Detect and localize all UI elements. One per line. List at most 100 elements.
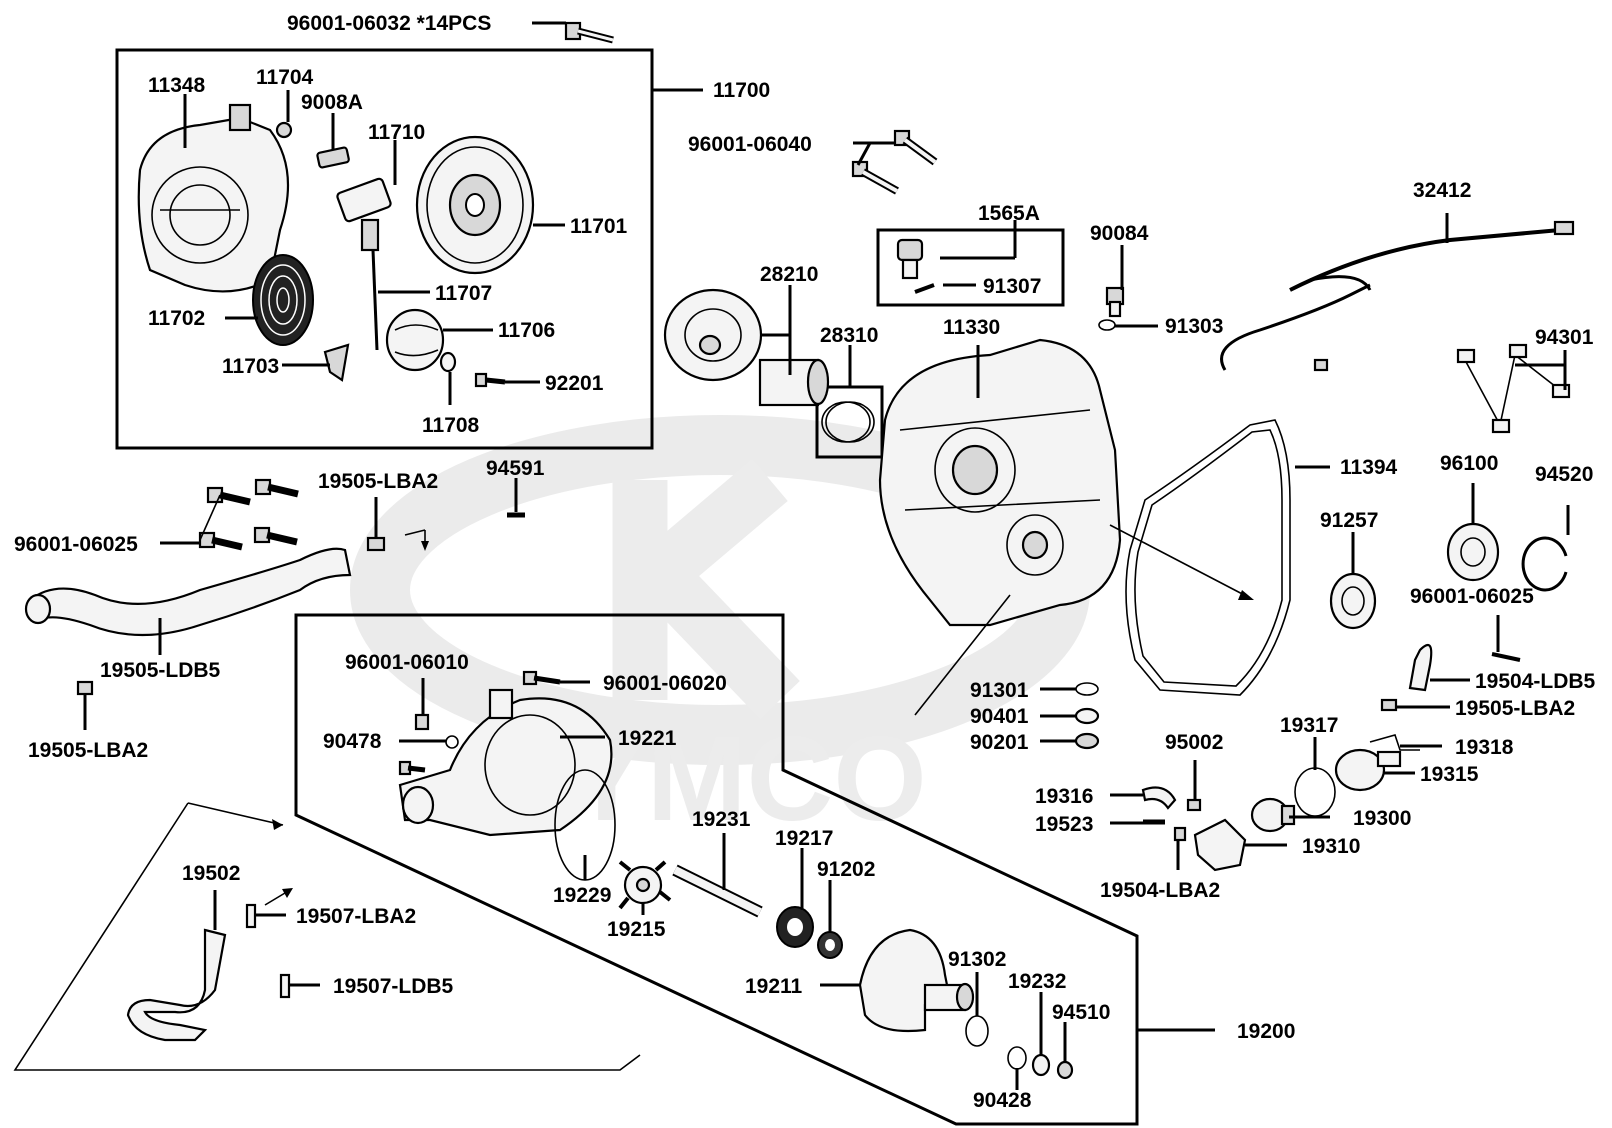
rope-11707-drawing bbox=[371, 249, 379, 351]
label-19217: 19217 bbox=[775, 827, 833, 850]
clamp-95002-drawing bbox=[1186, 798, 1202, 812]
hose-19505-LDB5-drawing bbox=[24, 547, 352, 637]
group-box-1565A bbox=[876, 228, 1065, 307]
label-96001-06025-right: 96001-06025 bbox=[1410, 585, 1534, 608]
label-91202: 91202 bbox=[817, 858, 875, 881]
label-19232: 19232 bbox=[1008, 970, 1066, 993]
bolt-96001-06032-drawing bbox=[564, 21, 614, 44]
label-90084: 90084 bbox=[1090, 222, 1149, 245]
label-94510: 94510 bbox=[1052, 1001, 1110, 1024]
label-90478: 90478 bbox=[323, 730, 382, 753]
bolts-96001-06040-drawing bbox=[851, 129, 938, 195]
label-9008A: 9008A bbox=[301, 91, 363, 114]
label-1565A: 1565A bbox=[978, 202, 1040, 225]
nut-11704-drawing bbox=[275, 121, 293, 139]
label-11704: 11704 bbox=[256, 66, 314, 89]
hose-19502-drawing bbox=[126, 928, 227, 1042]
label-28310: 28310 bbox=[820, 324, 878, 347]
shaft-19231-drawing bbox=[672, 864, 763, 918]
label-11702: 11702 bbox=[148, 307, 205, 330]
label-19200: 19200 bbox=[1237, 1020, 1295, 1043]
dampers-94301-drawing bbox=[1456, 343, 1571, 434]
ratchet-11703-drawing bbox=[323, 343, 350, 382]
bolt-96001-06010-drawing bbox=[414, 713, 430, 731]
washer-90401-drawing bbox=[1074, 707, 1100, 725]
label-90428: 90428 bbox=[973, 1089, 1032, 1112]
label-96001-06010: 96001-06010 bbox=[345, 651, 469, 674]
label-19504-LDB5: 19504-LDB5 bbox=[1475, 670, 1596, 693]
label-11703: 11703 bbox=[222, 355, 279, 378]
washer-11708-drawing bbox=[439, 351, 457, 373]
part-shapes bbox=[24, 21, 1575, 1080]
label-94591: 94591 bbox=[486, 457, 545, 480]
hose-19504-LDB5-drawing bbox=[1408, 643, 1433, 692]
thermostat-housing-19310-drawing bbox=[1193, 818, 1247, 872]
label-11707: 11707 bbox=[435, 282, 492, 305]
bolts-96001-06025-left-drawing bbox=[198, 478, 299, 551]
clutch-28210-drawing bbox=[663, 288, 830, 407]
cable-32412-drawing bbox=[1220, 220, 1575, 372]
hose-19316-drawing bbox=[1141, 786, 1177, 810]
seal-91257-drawing bbox=[1329, 572, 1377, 630]
label-11700: 11700 bbox=[713, 79, 770, 102]
label-95002: 95002 bbox=[1165, 731, 1223, 754]
washer-91301-drawing bbox=[1075, 682, 1099, 696]
circlip-94510-drawing bbox=[1056, 1060, 1074, 1080]
label-91303: 91303 bbox=[1165, 315, 1223, 338]
label-19523: 19523 bbox=[1035, 813, 1093, 836]
label-19300: 19300 bbox=[1353, 807, 1411, 830]
cam-11706-drawing bbox=[385, 308, 445, 372]
group-box-11700 bbox=[115, 48, 654, 450]
label-32412: 32412 bbox=[1413, 179, 1471, 202]
label-11710: 11710 bbox=[368, 121, 425, 144]
label-94520: 94520 bbox=[1535, 463, 1593, 486]
label-11394: 11394 bbox=[1340, 456, 1398, 479]
bracket-19318-drawing bbox=[1369, 734, 1420, 751]
label-19317: 19317 bbox=[1280, 714, 1338, 737]
label-11348: 11348 bbox=[148, 74, 206, 97]
oring-91302-drawing bbox=[965, 1015, 989, 1047]
washer-90428-drawing bbox=[1007, 1046, 1027, 1070]
label-19315: 19315 bbox=[1420, 763, 1479, 786]
label-19229: 19229 bbox=[553, 884, 611, 907]
label-19505-LDB5: 19505-LDB5 bbox=[100, 659, 221, 682]
bolt-90084-drawing bbox=[1105, 286, 1125, 318]
label-19318: 19318 bbox=[1455, 736, 1514, 759]
clamp-19505-LBA2-right-drawing bbox=[1380, 698, 1398, 712]
label-19211: 19211 bbox=[745, 975, 803, 998]
rings-28310-drawing bbox=[821, 401, 875, 443]
label-19507-LBA2: 19507-LBA2 bbox=[296, 905, 416, 928]
water-pump-cover-19221-drawing bbox=[398, 688, 613, 837]
bolt-lower-left-drawing bbox=[398, 760, 426, 776]
crankcase-cover-11330-drawing bbox=[878, 338, 1122, 627]
label-90401: 90401 bbox=[970, 705, 1029, 728]
label-96001-06020: 96001-06020 bbox=[603, 672, 727, 695]
label-19215: 19215 bbox=[607, 918, 666, 941]
label-91257: 91257 bbox=[1320, 509, 1378, 532]
impeller-19215-drawing bbox=[618, 860, 672, 910]
label-94301: 94301 bbox=[1535, 326, 1594, 349]
label-96001-06032: 96001-06032 *14PCS bbox=[287, 12, 491, 35]
fitting-19507-LBA2-drawing bbox=[245, 903, 257, 929]
label-96001-06025-left: 96001-06025 bbox=[14, 533, 138, 556]
label-19231: 19231 bbox=[692, 808, 751, 831]
washer-90201-drawing bbox=[1074, 732, 1100, 750]
clamp-19505-LBA2-top-drawing bbox=[366, 536, 386, 552]
gasket-11394-drawing bbox=[1125, 419, 1291, 696]
pulley-11701-drawing bbox=[415, 135, 535, 275]
label-91307: 91307 bbox=[983, 275, 1041, 298]
group-box-19502 bbox=[13, 802, 641, 1071]
label-91302: 91302 bbox=[948, 948, 1006, 971]
key-9008A-drawing bbox=[316, 146, 350, 169]
bearing-96100-drawing bbox=[1446, 522, 1500, 582]
label-91301: 91301 bbox=[970, 679, 1029, 702]
label-19316: 19316 bbox=[1035, 785, 1093, 808]
label-92201: 92201 bbox=[545, 372, 604, 395]
label-11330: 11330 bbox=[943, 316, 1000, 339]
label-19310: 19310 bbox=[1302, 835, 1360, 858]
label-19221: 19221 bbox=[618, 727, 677, 750]
cap-91307-drawing bbox=[896, 238, 935, 294]
label-19502: 19502 bbox=[182, 862, 240, 885]
thermostat-cover-19315-drawing bbox=[1334, 748, 1402, 792]
